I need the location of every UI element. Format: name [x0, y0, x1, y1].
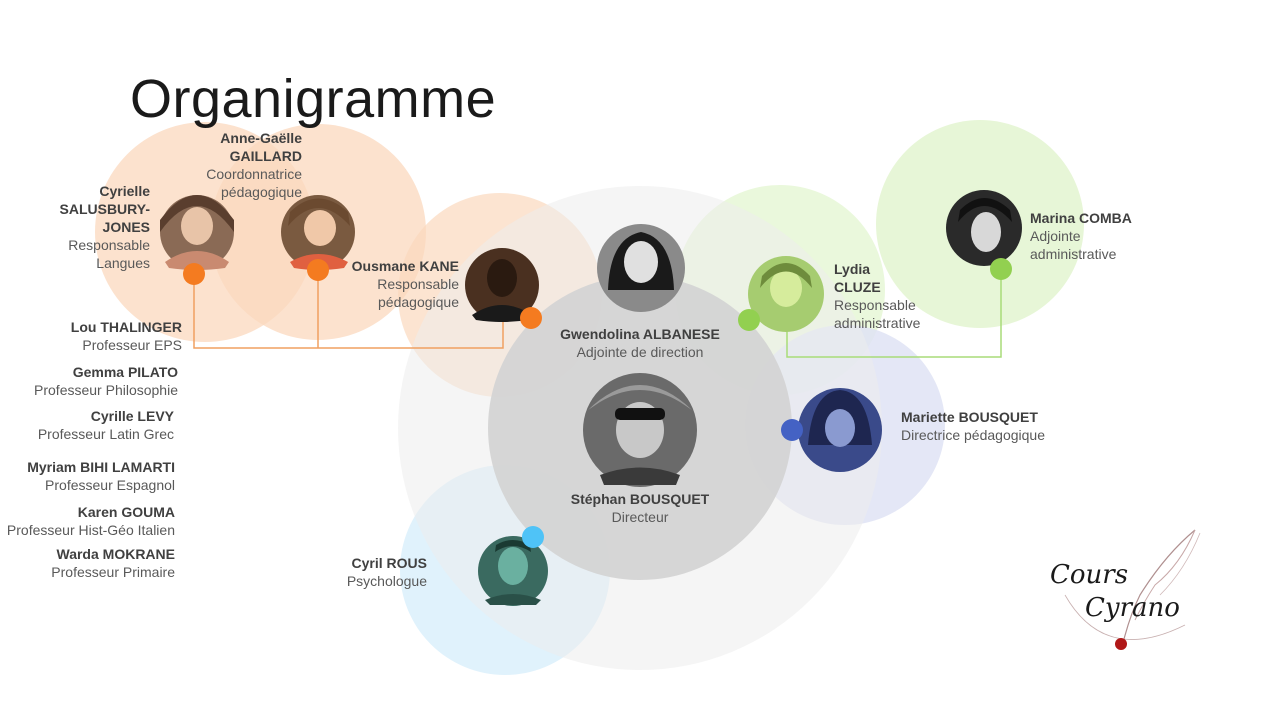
person-role: pédagogique [378, 294, 459, 310]
person-name: JONES [102, 219, 150, 235]
avatar-lydia [748, 256, 824, 332]
avatar-marina [946, 190, 1022, 266]
person-name: Lydia [834, 261, 871, 277]
person-gwendolina: Gwendolina ALBANESE Adjointe de directio… [540, 325, 740, 361]
person-role: Responsable [377, 276, 459, 292]
dot-cyril [522, 526, 544, 548]
person-role: Langues [96, 255, 150, 271]
teacher-item: Warda MOKRANE Professeur Primaire [0, 545, 175, 581]
teacher-name: Myriam BIHI LAMARTI [27, 459, 175, 475]
teacher-name: Gemma PILATO [72, 364, 178, 380]
person-name: Marina COMBA [1030, 210, 1132, 226]
person-anne: Anne-Gaëlle GAILLARD Coordonnatrice péda… [182, 129, 302, 201]
connector-orange [193, 274, 504, 349]
person-name: Anne-Gaëlle [220, 130, 302, 146]
logo-text-line1: Cours [1050, 560, 1129, 590]
person-name: Stéphan BOUSQUET [570, 491, 710, 507]
teacher-item: Karen GOUMA Professeur Hist-Géo Italien [0, 503, 175, 539]
page-title: Organigramme [130, 69, 497, 129]
teacher-item: Myriam BIHI LAMARTI Professeur Espagnol [0, 458, 175, 494]
teacher-role: Professeur Hist-Géo Italien [6, 522, 175, 538]
teacher-role: Professeur EPS [82, 337, 182, 353]
person-name: Cyril ROUS [351, 555, 427, 571]
teacher-name: Cyrille LEVY [90, 408, 174, 424]
teacher-name: Karen GOUMA [77, 504, 175, 520]
person-name: SALUSBURY- [59, 201, 151, 217]
avatar-cyril [478, 536, 548, 606]
person-role: Adjointe de direction [576, 344, 704, 360]
teacher-name: Warda MOKRANE [56, 546, 176, 562]
person-role: Adjointe [1030, 228, 1081, 244]
dot-mariette [781, 419, 803, 441]
avatar-mariette [798, 388, 882, 472]
teacher-role: Professeur Latin Grec [37, 426, 174, 442]
person-role: Coordonnatrice [206, 166, 302, 182]
person-role: Psychologue [346, 573, 427, 589]
person-lydia: Lydia CLUZE Responsable administrative [834, 260, 954, 332]
teacher-item: Cyrille LEVY Professeur Latin Grec [0, 407, 174, 443]
dot-marina [990, 258, 1012, 280]
teacher-role: Professeur Philosophie [34, 382, 178, 398]
cours-cyrano-logo: Cours Cyrano [1045, 525, 1210, 675]
teacher-item: Gemma PILATO Professeur Philosophie [0, 363, 178, 399]
person-name: Mariette BOUSQUET [901, 409, 1038, 425]
person-name: Gwendolina ALBANESE [560, 326, 720, 342]
avatar-cyrielle [160, 195, 234, 270]
person-role: Directeur [611, 509, 669, 525]
teacher-item: Lou THALINGER Professeur EPS [0, 318, 182, 354]
connector-green [786, 270, 1002, 358]
person-role: administrative [834, 315, 921, 331]
person-role: Directrice pédagogique [901, 427, 1045, 443]
person-role: Responsable [68, 237, 150, 253]
dot-anne [307, 259, 329, 281]
avatar-anne [281, 195, 355, 270]
person-marina: Marina COMBA Adjointe administrative [1030, 209, 1170, 263]
teacher-name: Lou THALINGER [70, 319, 182, 335]
person-role: administrative [1030, 246, 1117, 262]
person-stephan: Stéphan BOUSQUET Directeur [540, 490, 740, 526]
dot-ousmane [520, 307, 542, 329]
avatar-stephan [583, 373, 697, 487]
person-mariette: Mariette BOUSQUET Directrice pédagogique [901, 408, 1101, 444]
person-name: Cyrielle [99, 183, 150, 199]
person-ousmane: Ousmane KANE Responsable pédagogique [319, 257, 459, 311]
person-name: CLUZE [834, 279, 881, 295]
quill-icon [1064, 529, 1201, 650]
person-cyril: Cyril ROUS Psychologue [317, 554, 427, 590]
person-name: Ousmane KANE [351, 258, 459, 274]
dot-cyrielle [183, 263, 205, 285]
person-role: Responsable [834, 297, 916, 313]
avatar-gwendolina [597, 224, 685, 312]
person-role: pédagogique [221, 184, 302, 200]
teacher-role: Professeur Primaire [51, 564, 175, 580]
logo-text-line2: Cyrano [1085, 593, 1180, 623]
teacher-role: Professeur Espagnol [45, 477, 175, 493]
person-name: GAILLARD [229, 148, 302, 164]
person-cyrielle: Cyrielle SALUSBURY- JONES Responsable La… [30, 182, 151, 272]
avatar-ousmane [465, 248, 539, 322]
dot-lydia [738, 309, 760, 331]
